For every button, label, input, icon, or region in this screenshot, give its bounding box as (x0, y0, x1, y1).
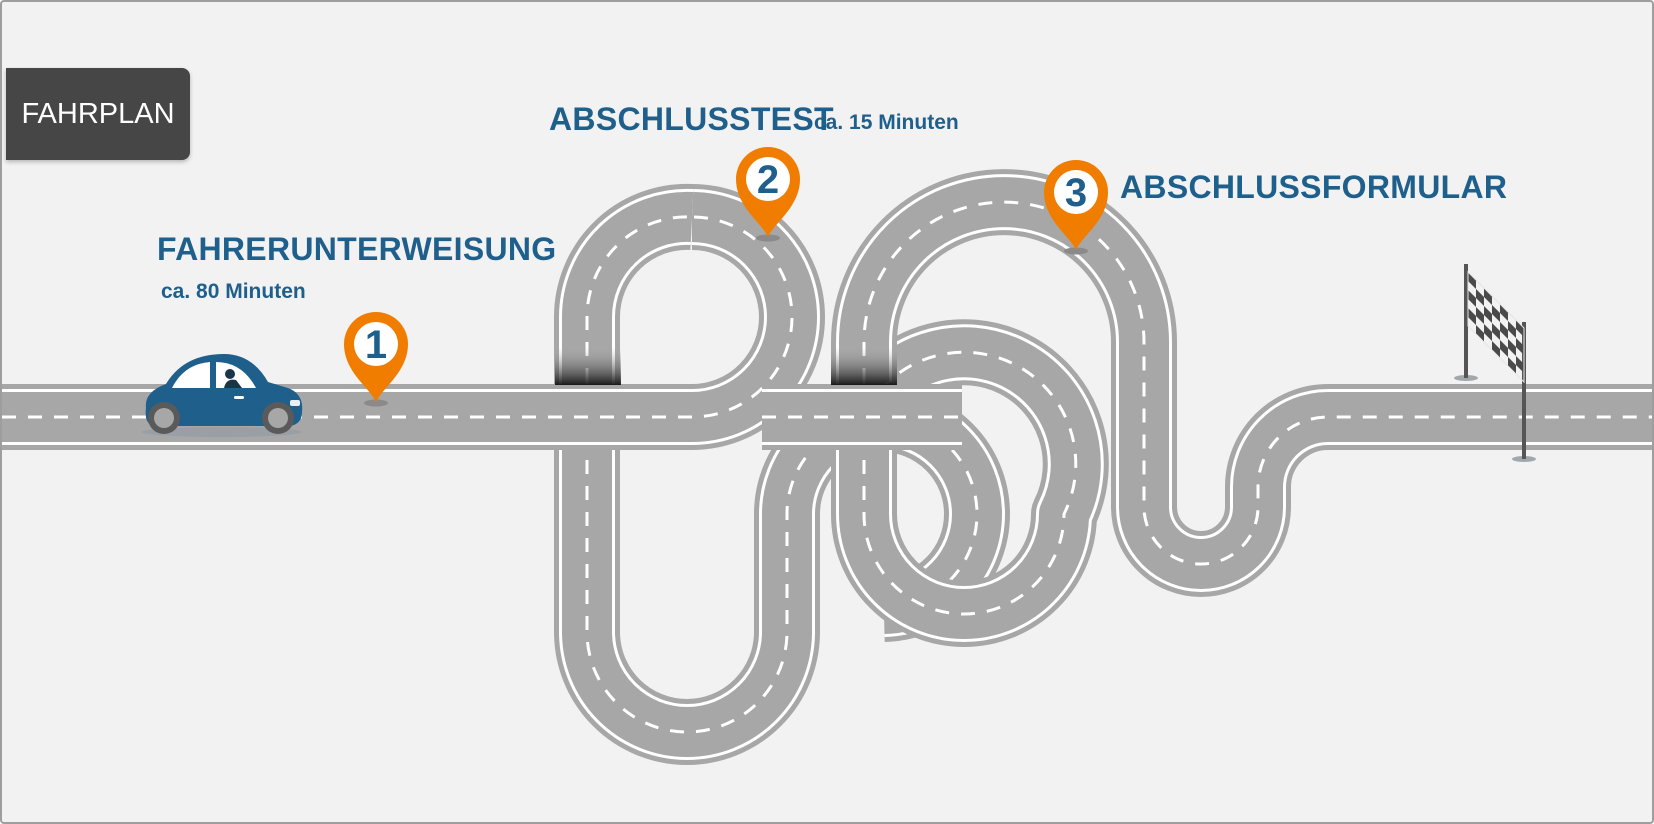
pin-number: 2 (757, 158, 779, 202)
step-1-title: FAHRERUNTERWEISUNG (157, 231, 557, 267)
flag-square (1500, 304, 1508, 321)
road-segment (831, 169, 1652, 597)
flag-square (1508, 321, 1516, 338)
checkered-flag-icon (1454, 264, 1536, 462)
tunnel-shadow (555, 347, 621, 385)
pin-number: 1 (365, 323, 387, 367)
map-pin-icon: 3 (1044, 160, 1108, 255)
flag-square (1476, 325, 1484, 342)
flag-square (1468, 290, 1476, 307)
car-icon (142, 354, 303, 437)
flag-square (1484, 306, 1492, 323)
flag-square (1508, 339, 1516, 356)
flag-square (1476, 289, 1484, 306)
flag-square (1516, 356, 1524, 373)
flag-square (1492, 305, 1500, 322)
road-segment (831, 319, 1109, 647)
flag-square (1516, 338, 1524, 355)
flag-square (1468, 272, 1476, 289)
flag-square (1508, 357, 1516, 374)
page-title: FAHRPLAN (6, 68, 190, 160)
step-2-title: ABSCHLUSSTEST (549, 101, 834, 137)
pin-number: 3 (1065, 171, 1087, 215)
flag-square (1468, 308, 1476, 325)
flag-square (1476, 307, 1484, 324)
road-segment (553, 183, 694, 382)
road-segment (554, 382, 1010, 765)
flag-square (1484, 288, 1492, 305)
flag-square (1500, 340, 1508, 357)
flag-square (1492, 323, 1500, 340)
step-2-duration: ca. 15 Minuten (814, 111, 959, 134)
road-segment (2, 184, 825, 450)
step-3-title: ABSCHLUSSFORMULAR (1120, 169, 1508, 205)
map-pin-icon: 1 (344, 312, 408, 407)
flag-square (1500, 322, 1508, 339)
step-1-duration: ca. 80 Minuten (161, 280, 306, 303)
tunnel-shadow (831, 347, 897, 385)
flag-square (1492, 341, 1500, 358)
flag-square (1516, 320, 1524, 337)
flag-square (1484, 324, 1492, 341)
map-pin-icon: 2 (736, 147, 800, 242)
